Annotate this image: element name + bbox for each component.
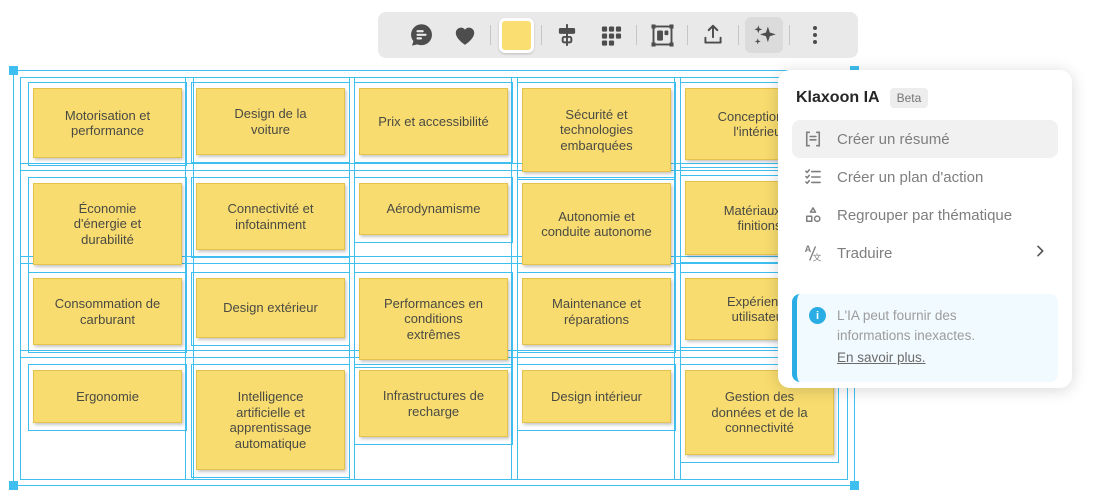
sticky-note[interactable]: Sécurité et technologies embarquées <box>517 82 676 180</box>
menu-item-translate[interactable]: A 文 Traduire <box>792 234 1058 272</box>
menu-item-label: Créer un plan d'action <box>837 168 984 186</box>
menu-item-label: Traduire <box>837 244 893 262</box>
arrange-grid-button[interactable] <box>592 17 630 53</box>
toolbar-divider <box>490 25 491 45</box>
toolbar-divider <box>738 25 739 45</box>
grid-column-outline <box>354 77 512 480</box>
grid-column-outline <box>517 77 675 480</box>
sticky-note[interactable]: Autonomie et conduite autonome <box>517 177 676 273</box>
translate-icon: A 文 <box>802 243 824 263</box>
more-options-button[interactable] <box>796 17 834 53</box>
info-icon: i <box>809 307 826 324</box>
toolbar-divider <box>687 25 688 45</box>
selection-handle-top-left[interactable] <box>9 66 18 75</box>
sticky-note[interactable]: Design intérieur <box>517 364 676 431</box>
menu-item-group-by-theme[interactable]: Regrouper par thématique <box>792 196 1058 234</box>
grid-column-outline <box>20 77 186 480</box>
sticky-note[interactable]: Performances en conditions extrêmes <box>354 272 513 368</box>
export-button[interactable] <box>694 17 732 53</box>
like-button[interactable] <box>446 17 484 53</box>
frame-button[interactable] <box>643 17 681 53</box>
selection-handle-bottom-left[interactable] <box>9 481 18 490</box>
learn-more-link[interactable]: En savoir plus. <box>837 350 926 365</box>
shapes-group-icon <box>802 205 824 225</box>
svg-text:A: A <box>805 244 812 254</box>
sticky-note[interactable]: Économie d'énergie et durabilité <box>28 177 187 273</box>
kebab-menu-icon <box>813 26 817 44</box>
sticky-note[interactable]: Design de la voiture <box>191 82 350 163</box>
selection-handle-bottom-right[interactable] <box>850 481 859 490</box>
sticky-note[interactable]: Motorisation et performance <box>28 82 187 166</box>
menu-item-label: Créer un résumé <box>837 130 950 148</box>
toolbar-divider <box>541 25 542 45</box>
menu-item-label: Regrouper par thématique <box>837 206 1013 224</box>
sticky-note[interactable]: Consommation de carburant <box>28 272 187 353</box>
grid-column-outline <box>193 77 350 480</box>
toolbar-divider <box>789 25 790 45</box>
frame-capture-icon <box>650 23 674 47</box>
panel-title: Klaxoon IA <box>796 89 880 106</box>
comments-button[interactable] <box>402 17 440 53</box>
ai-disclaimer-text: L'IA peut fournir des informations inexa… <box>837 308 976 343</box>
sticky-note[interactable]: Ergonomie <box>28 364 187 431</box>
ai-assistant-button[interactable] <box>745 17 783 53</box>
sticky-note[interactable]: Intelligence artificielle et apprentissa… <box>191 364 350 478</box>
ai-disclaimer-box: i L'IA peut fournir des informations ine… <box>792 294 1058 382</box>
comments-icon <box>410 23 432 46</box>
sticky-note[interactable]: Maintenance et réparations <box>517 272 676 353</box>
export-upload-icon <box>704 24 722 44</box>
sticky-note[interactable]: Design extérieur <box>191 272 350 346</box>
toolbar-divider <box>636 25 637 45</box>
sticky-note[interactable]: Aérodynamisme <box>354 177 513 243</box>
align-center-icon <box>558 24 576 46</box>
summary-icon <box>802 129 824 149</box>
chevron-right-icon <box>1032 243 1048 263</box>
sticky-note[interactable]: Infrastructures de recharge <box>354 364 513 445</box>
panel-header: Klaxoon IA Beta <box>796 88 1058 108</box>
note-color-button[interactable] <box>497 17 535 53</box>
sticky-note[interactable]: Prix et accessibilité <box>354 82 513 163</box>
like-heart-icon <box>455 27 475 45</box>
sticky-note-color-swatch <box>498 17 534 53</box>
beta-badge: Beta <box>889 88 929 108</box>
svg-text:文: 文 <box>813 252 822 264</box>
menu-item-create-summary[interactable]: Créer un résumé <box>792 120 1058 158</box>
align-button[interactable] <box>548 17 586 53</box>
klaxoon-ia-panel: Klaxoon IA Beta Créer un résumé Créer un… <box>778 70 1072 388</box>
grid-arrange-icon <box>601 26 621 46</box>
context-toolbar <box>378 12 858 58</box>
ai-sparkles-icon <box>753 24 776 44</box>
menu-item-create-action-plan[interactable]: Créer un plan d'action <box>792 158 1058 196</box>
checklist-icon <box>802 167 824 187</box>
sticky-note[interactable]: Connectivité et infotainment <box>191 177 350 258</box>
